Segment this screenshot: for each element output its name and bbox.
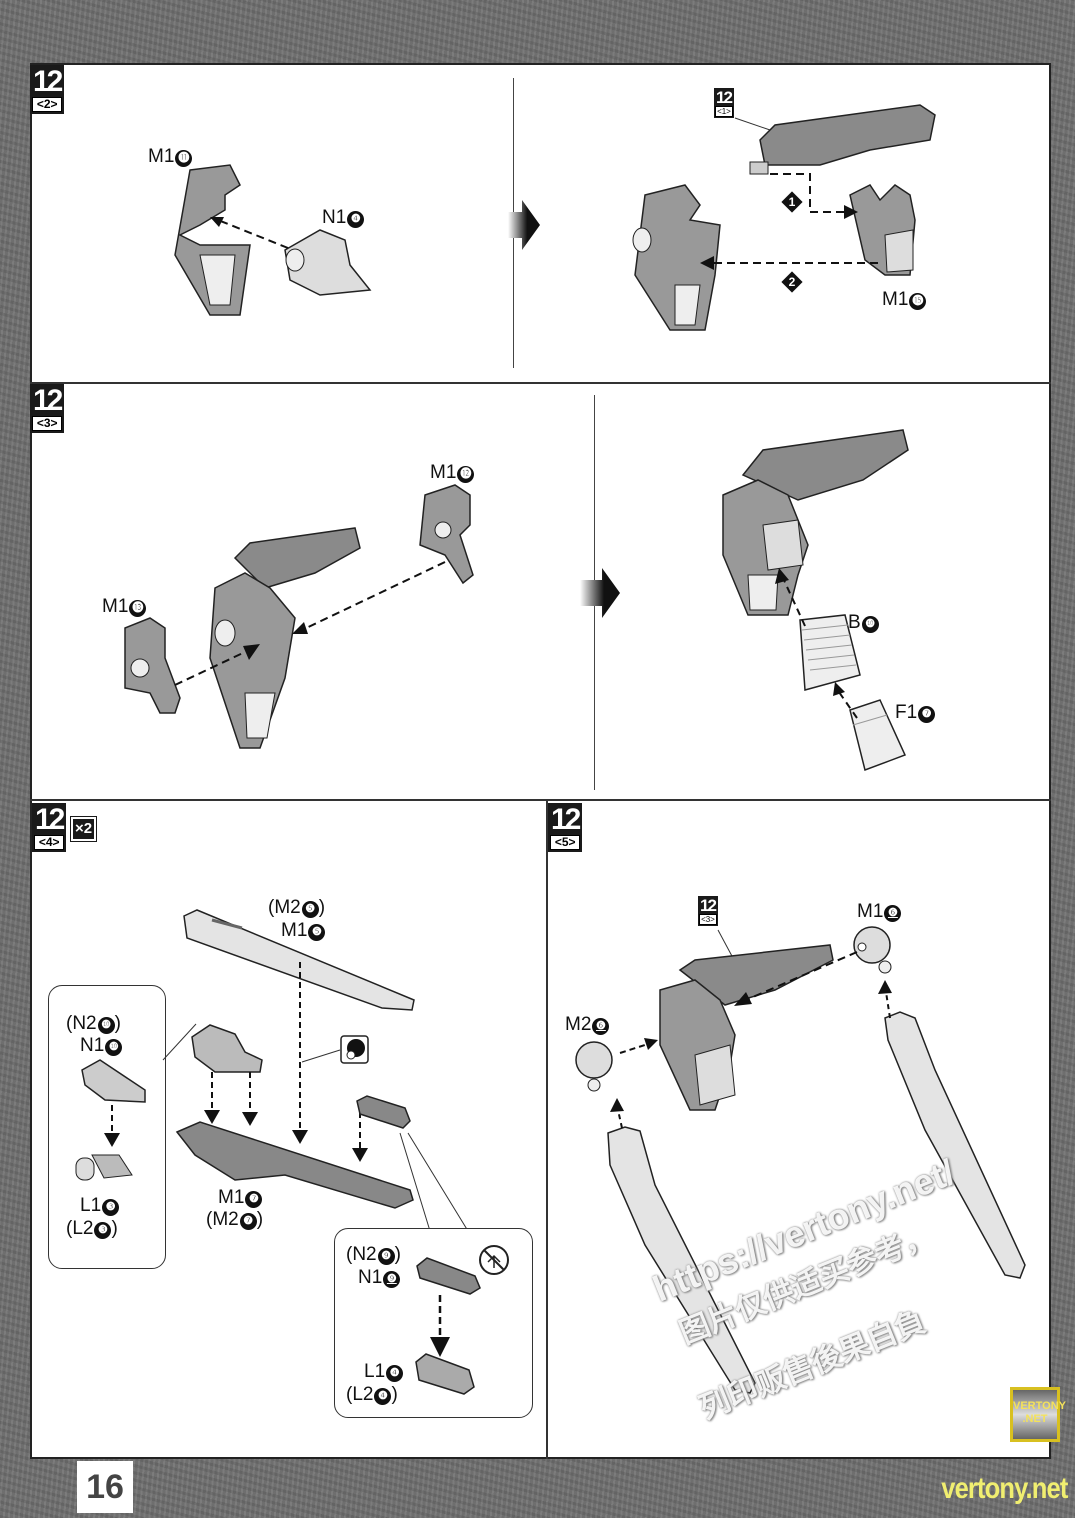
part-drawing-f1-7 bbox=[849, 699, 907, 771]
part-drawing-l1-4 bbox=[415, 1353, 475, 1395]
callout-pointer bbox=[399, 1132, 469, 1232]
ref-badge-12-3: 12 <3> bbox=[698, 896, 718, 926]
part-drawing-m1-6 bbox=[853, 926, 892, 974]
paint-marker-icon bbox=[340, 1035, 369, 1064]
order-marker-1: 1 bbox=[781, 191, 803, 213]
ref-substep: <1> bbox=[715, 106, 733, 117]
part-drawing-l1-3 bbox=[75, 1154, 133, 1181]
leader-line bbox=[301, 1049, 341, 1063]
part-drawing-arm-cannon bbox=[749, 104, 936, 175]
part-drawing-assembly-2 bbox=[632, 184, 721, 331]
step-badge-12-5: 12 <5> bbox=[548, 803, 583, 852]
site-badge: VERTONY.NET bbox=[1010, 1387, 1066, 1442]
leader-line bbox=[717, 929, 734, 959]
part-drawing-m1-15 bbox=[849, 184, 916, 276]
no-cut-icon bbox=[479, 1245, 509, 1275]
divider-row1 bbox=[30, 382, 1051, 384]
part-drawing-b10 bbox=[799, 614, 861, 691]
dashed-arrow bbox=[292, 561, 446, 634]
part-drawing-n1-9-top bbox=[356, 1095, 411, 1129]
dashed-arrow bbox=[833, 682, 858, 719]
badge-line-2: .NET bbox=[1022, 1413, 1048, 1425]
part-drawing-m1-12 bbox=[419, 484, 474, 585]
dashed-arrow bbox=[174, 644, 260, 686]
step-substep: <4> bbox=[34, 835, 65, 850]
part-drawing-m1-11 bbox=[174, 164, 251, 316]
part-drawing-arm-assembly-5 bbox=[659, 944, 834, 1111]
part-drawing-n1-10 bbox=[81, 1059, 146, 1103]
callout-pointer bbox=[162, 1023, 197, 1061]
dashed-arrow bbox=[104, 1105, 120, 1147]
step-badge-12-3: 12 <3> bbox=[30, 384, 65, 433]
part-drawing-m1-13 bbox=[124, 617, 181, 714]
next-step-arrow-icon bbox=[508, 200, 540, 250]
leader-line bbox=[734, 117, 771, 131]
dashed-arrow bbox=[430, 1295, 450, 1357]
dashed-arrow bbox=[878, 980, 892, 1019]
dashed-arrow bbox=[619, 1038, 658, 1054]
dashed-arrow bbox=[775, 568, 806, 627]
dashed-arrow-2 bbox=[700, 256, 878, 270]
step-number: 12 bbox=[33, 384, 63, 417]
part-drawing-n1-4 bbox=[284, 229, 372, 296]
step-badge-12-2: 12 <2> bbox=[30, 65, 65, 114]
dashed-arrow bbox=[210, 217, 289, 249]
step-number: 12 bbox=[33, 65, 63, 98]
dashed-arrow bbox=[610, 1098, 624, 1129]
step-number: 12 bbox=[35, 803, 65, 836]
dashed-arrows-group bbox=[204, 962, 368, 1162]
quantity-multiplier: ×2 bbox=[69, 816, 98, 842]
site-footer-text: vertony.net bbox=[940, 1472, 1068, 1505]
badge-line-1: VERTONY bbox=[1013, 1400, 1066, 1412]
ref-substep: <3> bbox=[699, 914, 717, 925]
part-drawing-arm-assembly-3 bbox=[209, 527, 361, 749]
page-number: 16 bbox=[77, 1461, 133, 1513]
next-step-arrow-icon bbox=[580, 568, 620, 618]
ref-step-number: 12 bbox=[716, 88, 733, 107]
step-badge-12-4: 12 <4> bbox=[32, 803, 67, 852]
step-number: 12 bbox=[551, 803, 581, 836]
part-drawing-leg-right bbox=[884, 1011, 1026, 1279]
ref-step-number: 12 bbox=[700, 896, 717, 915]
ref-badge-12-1: 12 <1> bbox=[714, 88, 734, 118]
dashed-arrow bbox=[734, 951, 858, 1006]
part-drawing-m2-6 bbox=[575, 1041, 613, 1092]
divider-row2 bbox=[30, 799, 1051, 801]
part-drawing-arm-assembly-complete bbox=[722, 429, 909, 616]
step-substep: <2> bbox=[32, 97, 63, 112]
step-substep: <5> bbox=[550, 835, 581, 850]
step-substep: <3> bbox=[32, 416, 63, 431]
dashed-arrow-1 bbox=[770, 173, 858, 219]
part-drawing-m1-5 bbox=[183, 909, 415, 1011]
part-drawing-leg-left bbox=[607, 1126, 756, 1394]
order-marker-2: 2 bbox=[781, 271, 803, 293]
part-drawing-n1-9 bbox=[416, 1257, 481, 1295]
divider-row3 bbox=[546, 799, 548, 1459]
part-drawing-n-hand-guard bbox=[191, 1024, 263, 1073]
part-drawing-m1-7 bbox=[175, 1121, 414, 1209]
